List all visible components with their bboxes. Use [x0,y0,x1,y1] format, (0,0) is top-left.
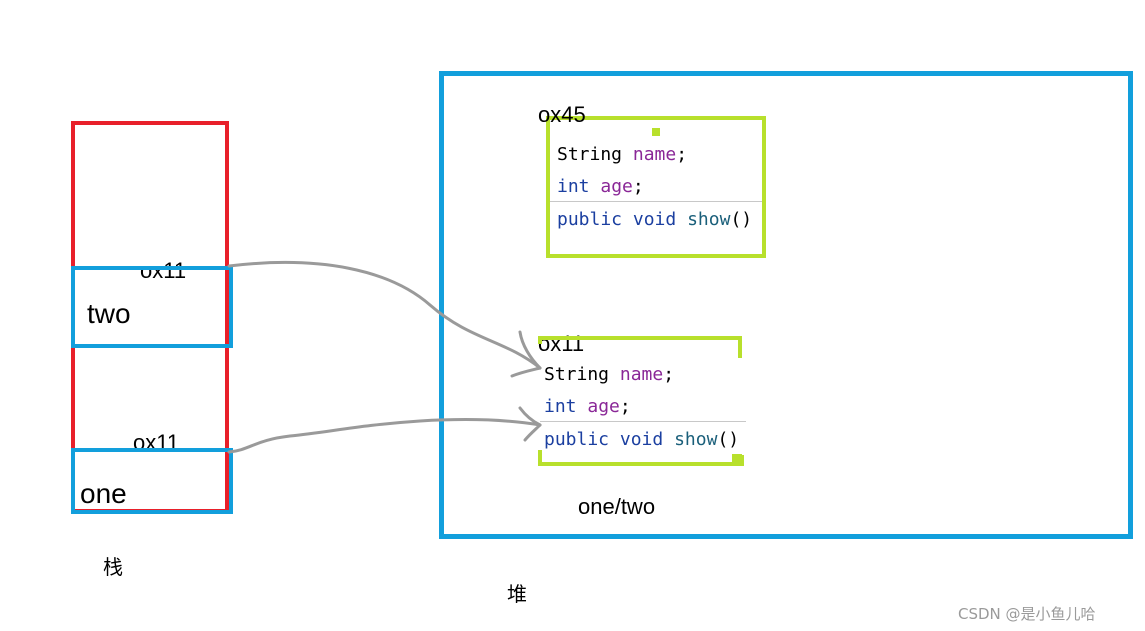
heap-object-ox11-address: ox11 [538,331,585,356]
field-name: name [632,144,677,165]
heap-object-ox45 [546,116,766,258]
stack-slot-two-address: ox11 [140,258,187,283]
bracket-bottom [538,450,744,466]
field-name-line: String name; [544,364,674,385]
arrow-two-to-ox11 [227,260,542,370]
semicolon: ; [619,396,631,417]
divider [540,421,746,422]
arrow-one-to-ox11 [227,418,542,454]
field-type: String [544,364,610,385]
object-marker [652,128,660,136]
field-name: age [600,176,633,197]
return-type: void [632,209,677,230]
semicolon: ; [663,364,675,385]
heap-object-ox11-caption: one/two [578,494,656,519]
field-type: int [557,176,590,197]
field-name: name [619,364,664,385]
modifier: public [544,429,610,450]
field-type: int [544,396,577,417]
stack-slot-two [71,266,233,348]
reference-arrows [227,260,542,454]
stack-slot-one [71,448,233,514]
method-name: show [687,209,731,230]
heap-title: 堆 [507,582,527,606]
arrowhead-two [510,366,542,378]
stack-title: 栈 [103,555,123,579]
stack-slot-one-label: one [80,478,127,509]
field-age-line: int age; [557,176,644,197]
method-parens: () [730,209,753,230]
field-name-line: String name; [557,144,687,165]
method-line: public void show() [544,429,739,450]
heap-area [439,71,1133,539]
divider [550,201,762,202]
arrowhead-one [518,406,542,427]
heap-object-ox45-address: ox45 [538,102,586,127]
heap-object-ox11-bracket [538,336,744,466]
modifier: public [557,209,623,230]
method-line: public void show() [557,209,752,230]
method-parens: () [717,429,740,450]
field-type: String [557,144,623,165]
watermark: CSDN @是小鱼儿哈 [958,605,1096,623]
arrowhead-two [518,330,542,370]
arrowhead-one [523,423,542,442]
semicolon: ; [632,176,644,197]
return-type: void [619,429,664,450]
bracket-top [538,336,742,358]
method-name: show [674,429,718,450]
field-age-line: int age; [544,396,631,417]
semicolon: ; [676,144,688,165]
field-name: age [587,396,620,417]
stack-slot-two-label: two [87,298,131,329]
object-marker [732,454,742,462]
